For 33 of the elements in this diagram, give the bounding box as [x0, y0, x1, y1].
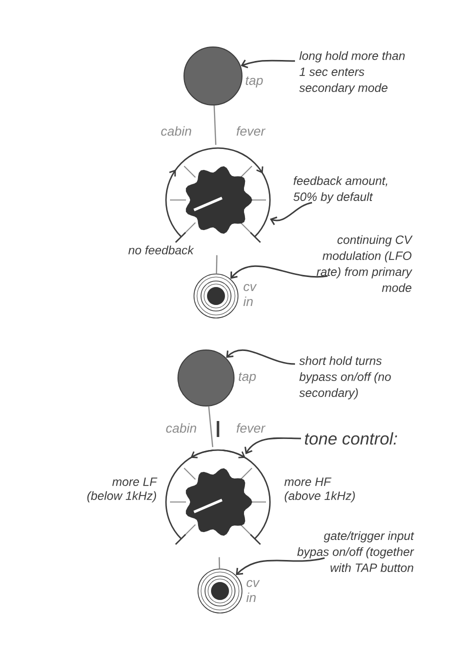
note-text: gate/trigger input bypas on/off (together with TAP button	[297, 531, 414, 572]
connecting-line	[218, 557, 220, 569]
leader-arrow	[226, 349, 296, 365]
beside-label: cv in	[243, 284, 257, 306]
jack-socket	[198, 568, 242, 614]
tap-button	[184, 46, 242, 106]
part-label: more HF (above 1kHz)	[284, 478, 355, 502]
connecting-line	[216, 255, 218, 274]
part-label: fever	[236, 126, 266, 136]
note-text: long hold more than 1 sec enters secondary mode	[299, 51, 405, 94]
note-text: feedback amount, 50% by default	[293, 176, 388, 204]
leader-arrow	[236, 557, 325, 576]
jack-socket	[194, 274, 238, 318]
note-text: short hold turns bypass on/off (no secondary)	[299, 356, 391, 400]
leader-arrow	[244, 437, 302, 454]
connecting-line	[208, 406, 214, 448]
leader-arrow	[240, 60, 296, 68]
beside-label: tap	[238, 372, 256, 384]
part-label: no feedback	[128, 246, 194, 254]
tap-button	[178, 350, 234, 406]
part-label: cabin	[161, 126, 192, 136]
connecting-line	[214, 105, 216, 145]
knob-drawing	[165, 449, 271, 545]
part-label: cabin	[166, 423, 196, 433]
leader-arrow	[270, 202, 312, 226]
leader-arrow	[230, 265, 328, 279]
beside-label: tap	[246, 76, 263, 88]
note-text: continuing CV modulation (LFO rate) from primary mode	[316, 235, 413, 292]
beside-label: cv in	[246, 580, 260, 602]
part-label: fever	[236, 423, 266, 433]
note-text: tone control:	[304, 432, 398, 445]
knob-drawing	[165, 147, 271, 243]
part-label: more LF (below 1kHz)	[87, 478, 158, 502]
